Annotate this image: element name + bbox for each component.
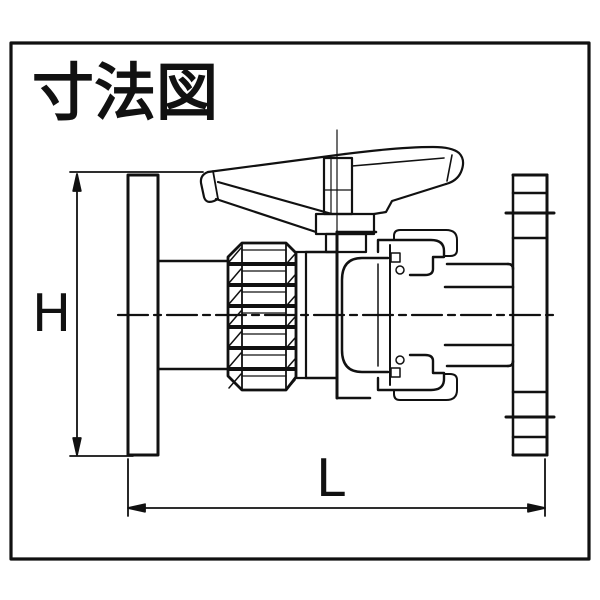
top-skirt [393, 229, 458, 257]
union-ears [376, 229, 458, 401]
knurled-union-nut [226, 241, 308, 392]
l-arrow-right [527, 503, 546, 513]
bonnet [324, 232, 368, 254]
l-arrow-left [127, 503, 146, 513]
valve-body [304, 230, 405, 400]
drawing-title: 寸法図 [32, 56, 218, 129]
dimension-l-label: L [316, 449, 345, 509]
h-arrow-up [72, 173, 82, 192]
dimension-h [69, 171, 204, 457]
dimension-h-label: H [32, 284, 71, 344]
bottom-ear [376, 353, 446, 392]
dimension-l [127, 458, 546, 517]
left-pipe [156, 259, 230, 371]
right-flange [504, 173, 556, 457]
knurl-ribs [227, 262, 297, 371]
valve-stem [314, 129, 376, 254]
top-ear [376, 238, 446, 277]
h-arrow-down [72, 437, 82, 456]
nut-collar [294, 250, 308, 380]
bottom-skirt [393, 373, 458, 401]
left-flange [126, 173, 160, 457]
drawing-frame [9, 41, 591, 561]
ball-seat [340, 256, 390, 374]
valve-handle [199, 145, 465, 234]
